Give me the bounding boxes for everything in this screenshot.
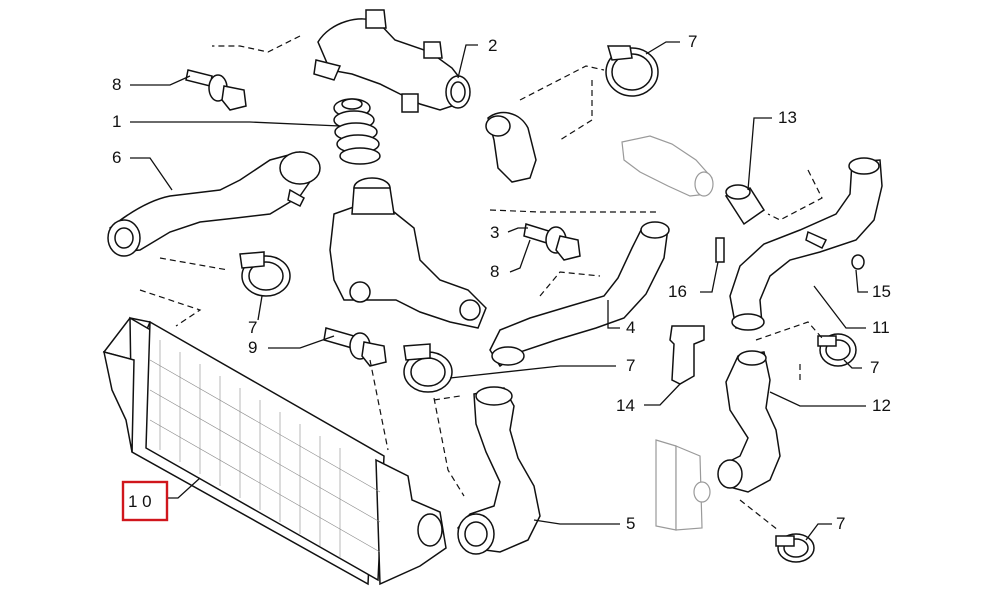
callout-labels: 2 8 1 6 7 13 3 8 16 15 7 4 11 9 7 7 14 1… [112, 32, 891, 533]
intake-manifold-part [313, 9, 471, 113]
intercooler-reference-part [655, 439, 711, 531]
hose-part-12 [717, 350, 781, 493]
outlet-pipe-part [729, 157, 883, 331]
nut-part-15 [851, 254, 865, 270]
callout-16: 16 [668, 282, 687, 301]
bolt-part-9 [323, 327, 387, 367]
callout-7-bottom: 7 [836, 514, 845, 533]
callout-15: 15 [872, 282, 891, 301]
intake-hose-part [107, 151, 321, 257]
assembly-dashed-lines [139, 35, 823, 531]
callout-10: 1 0 [128, 492, 152, 511]
intercooler-part [102, 316, 447, 586]
callout-11: 11 [872, 318, 890, 337]
bolt-part-8b [523, 223, 581, 261]
callout-4: 4 [626, 318, 635, 337]
callout-7-right: 7 [870, 358, 879, 377]
screw-part-16 [715, 237, 725, 263]
callout-1: 1 [112, 112, 121, 131]
bolt-part-8a [185, 69, 247, 111]
callout-2: 2 [488, 36, 497, 55]
hose-clamp-part-7c [817, 333, 857, 367]
bracket-part-14 [669, 325, 705, 385]
corrugated-sleeve-part [333, 98, 381, 165]
callout-14: 14 [616, 396, 635, 415]
hose-clamp-part-7e [775, 533, 815, 563]
leader-lines [130, 41, 868, 541]
callout-7-left: 7 [248, 318, 257, 337]
elbow-hose-part [485, 111, 537, 183]
hose-clamp-part-7b [239, 251, 291, 297]
hose-part-5 [457, 386, 541, 555]
highlight-box [121, 480, 169, 522]
callout-5: 5 [626, 514, 635, 533]
callout-8-center: 8 [490, 262, 499, 281]
callout-12: 12 [872, 396, 891, 415]
callout-13: 13 [778, 108, 797, 127]
callout-7-center: 7 [626, 356, 635, 375]
throttle-housing-part [329, 177, 487, 329]
callout-8-top: 8 [112, 75, 121, 94]
hose-clamp-part-7a [605, 45, 659, 97]
callout-9: 9 [248, 338, 257, 357]
callout-6: 6 [112, 148, 121, 167]
sleeve-part-13 [724, 184, 766, 226]
pipe-part-4 [489, 221, 670, 368]
callout-3: 3 [490, 223, 499, 242]
manifold-reference-part [621, 135, 714, 197]
hose-clamp-part-7d [403, 343, 453, 393]
callout-7-top: 7 [688, 32, 697, 51]
